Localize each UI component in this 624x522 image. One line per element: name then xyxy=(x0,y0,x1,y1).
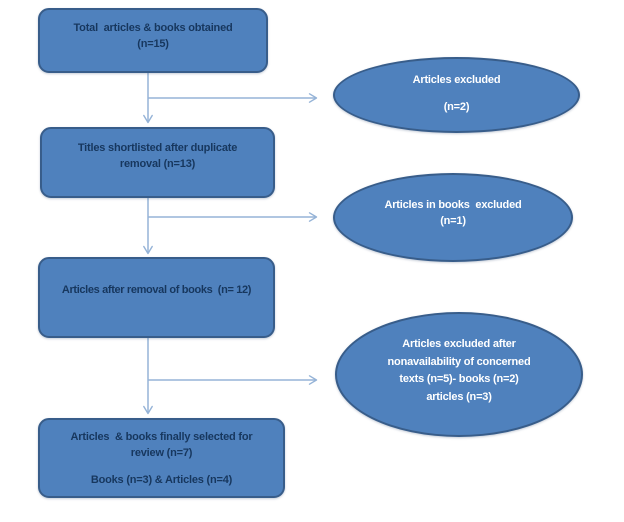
node-excluded-nonavailability: Articles excluded after nonavailability … xyxy=(335,312,583,437)
text-line: Articles in books excluded xyxy=(384,199,522,211)
text-line: (n=1) xyxy=(440,215,466,227)
text-line: (n=2) xyxy=(443,101,470,113)
text-line: Articles excluded after xyxy=(402,338,516,350)
text-line: Total articles & books obtained xyxy=(73,22,233,34)
node-articles-in-books-excluded: Articles in books excluded (n=1) xyxy=(333,173,573,262)
text-line: Titles shortlisted after duplicate xyxy=(77,142,238,154)
node-total-obtained: Total articles & books obtained (n=15) xyxy=(38,8,268,73)
text-line: Articles & books finally selected for xyxy=(70,431,253,443)
node-titles-shortlisted: Titles shortlisted after duplicate remov… xyxy=(40,127,275,198)
text-line: Articles after removal of books (n= 12) xyxy=(61,284,252,296)
text-line: (n=15) xyxy=(137,38,169,50)
text-line: nonavailability of concerned xyxy=(387,355,531,368)
node-final-selection: Articles & books finally selected for re… xyxy=(38,418,285,498)
node-articles-excluded: Articles excluded (n=2) xyxy=(333,57,580,133)
text-line: articles (n=3) xyxy=(426,390,492,403)
node-articles-after-removal: Articles after removal of books (n= 12) xyxy=(38,257,275,338)
text-line: texts (n=5)- books (n=2) xyxy=(399,373,519,385)
text-line: removal (n=13) xyxy=(119,158,196,170)
text-line: Articles excluded xyxy=(412,74,501,86)
text-line: Books (n=3) & Articles (n=4) xyxy=(90,474,233,486)
text-line: review (n=7) xyxy=(130,447,193,459)
